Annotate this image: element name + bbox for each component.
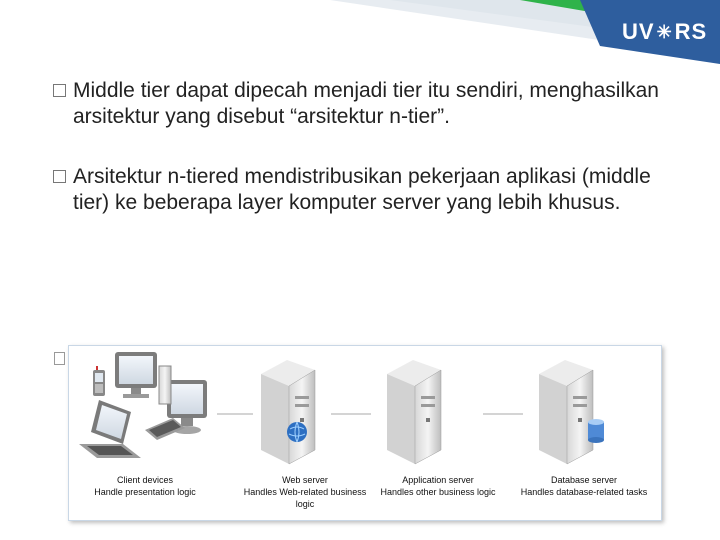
database-server-icon [539,360,604,465]
star-icon: ✳ [656,22,673,42]
caption-desc: Handles other business logic [380,487,496,497]
client-devices-icon [79,352,207,458]
caption-title: Application server [402,475,474,485]
bullet-item: Arsitektur n-tiered mendistribusikan pek… [53,164,673,216]
bullet-text: Middle tier dapat dipecah menjadi tier i… [73,79,659,128]
database-server-caption: Database server Handles database-related… [509,474,659,498]
application-server-caption: Application server Handles other busines… [365,474,511,498]
diagram-graphic [79,352,604,465]
bullet-marker-icon [53,170,66,183]
caption-title: Client devices [116,475,174,485]
client-devices-caption: Client devices Handle presentation logic [75,474,215,498]
caption-desc: Handles Web-related business logic [243,487,367,509]
logo: UV ✳ RS [622,18,712,46]
caption-title: Web server [282,475,328,485]
application-server-icon [387,360,442,465]
logo-text-left: UV [622,19,655,44]
bullet-text: Arsitektur n-tiered mendistribusikan pek… [73,165,651,214]
header-band [330,0,720,64]
web-server-icon [261,360,316,465]
logo-text-right: RS [674,19,708,44]
bullet-list: Middle tier dapat dipecah menjadi tier i… [53,78,673,216]
caption-desc: Handle presentation logic [94,487,196,497]
web-server-caption: Web server Handles Web-related business … [241,474,369,510]
bullet-item: Middle tier dapat dipecah menjadi tier i… [53,78,673,130]
bullet-marker-icon [53,84,66,97]
bullet-marker-icon [54,352,65,365]
tier-diagram: Client devices Handle presentation logic… [68,345,662,521]
caption-desc: Handles database-related tasks [520,487,648,497]
caption-title: Database server [550,475,618,485]
